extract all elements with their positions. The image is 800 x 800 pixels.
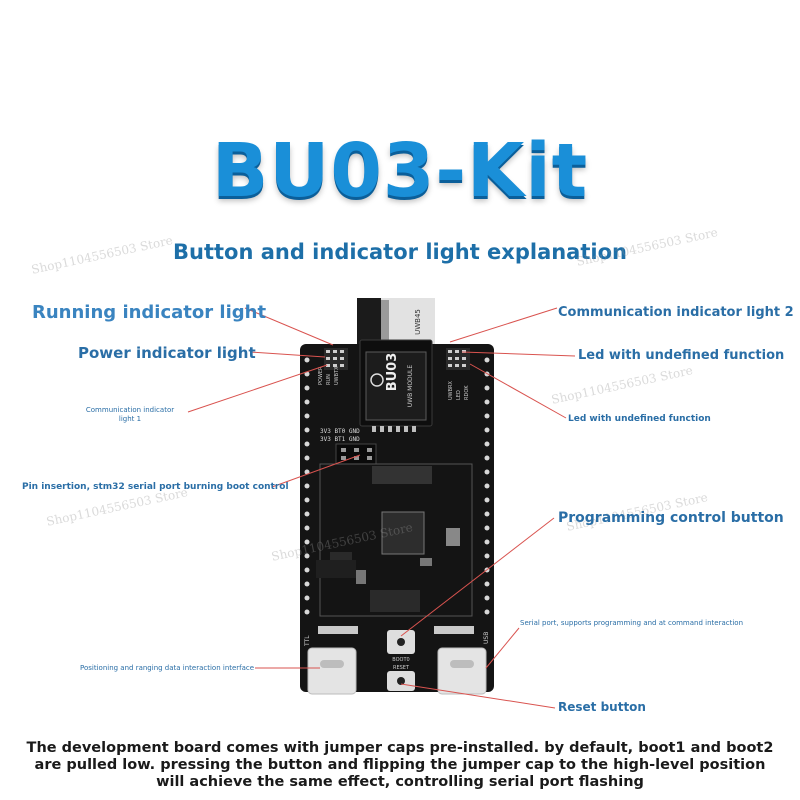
silk-boot-row2: 3V3 BT1 GND [320, 436, 360, 443]
page-subtitle: Button and indicator light explanation [173, 240, 627, 264]
ttl-usb-c-port [307, 647, 357, 695]
silk-power: POWER [318, 366, 324, 385]
ai-logo [370, 373, 384, 387]
antenna-metal [381, 298, 435, 344]
silk-rdok: RDOK [464, 385, 470, 400]
label-comm-indicator-1: Communication indicator light 1 [85, 406, 175, 423]
label-running-indicator: Running indicator light [32, 302, 267, 323]
leader-lines [187, 307, 576, 709]
label-led-undefined-2: Led with undefined function [568, 414, 711, 424]
label-positioning-interface: Positioning and ranging data interaction… [80, 664, 255, 672]
silk-led: LED [456, 390, 462, 400]
usb-header [434, 626, 474, 634]
crystal [446, 528, 460, 546]
top-chip-row [372, 466, 432, 484]
silk-uwbtx: UWBTX [334, 366, 340, 385]
silk-uwbrx: UWBRX [448, 380, 454, 400]
silk-boot-row1: 3V3 BT0 GND [320, 428, 360, 435]
stm32-chip [381, 511, 425, 555]
footer-note: The development board comes with jumper … [26, 740, 774, 790]
silk-ttl: TTL [304, 635, 311, 647]
antenna-label: UWB45 [414, 309, 422, 335]
silk-boot0: BOOT0 [392, 657, 409, 663]
silk-run: RUN [326, 374, 332, 385]
left-led-cluster [324, 348, 348, 370]
label-comm-indicator-2: Communication indicator light 2 [558, 305, 794, 320]
usb-c-port [437, 647, 487, 695]
left-header-pins [304, 357, 310, 615]
silk-usb: USB [483, 632, 490, 644]
module-sub: UWB MODULE [407, 365, 414, 408]
right-led-cluster [446, 348, 470, 370]
label-pin-insertion: Pin insertion, stm32 serial port burning… [22, 482, 289, 492]
label-programming-button: Programming control button [558, 510, 784, 526]
boot-jumper-header [335, 443, 377, 465]
ttl-header [318, 626, 358, 634]
module-name: BU03 [385, 353, 400, 392]
label-power-indicator: Power indicator light [78, 344, 256, 362]
label-reset-button: Reset button [558, 700, 646, 714]
label-serial-port: Serial port, supports programming and at… [520, 619, 744, 627]
label-led-undefined-1: Led with undefined function [578, 348, 785, 363]
silk-reset: RESET [393, 665, 410, 671]
page-title: BU03-Kit [211, 128, 589, 214]
usb-uart-chip [370, 590, 420, 612]
